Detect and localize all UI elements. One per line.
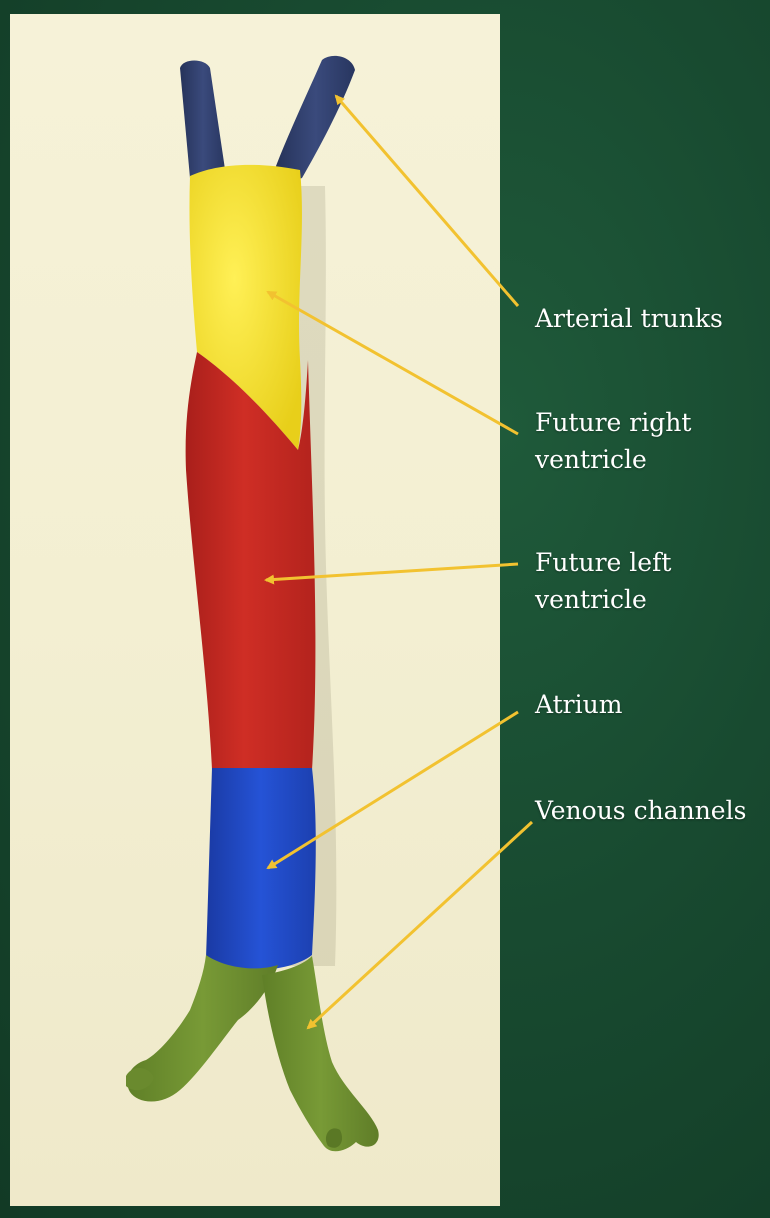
arrow-atrium	[266, 710, 519, 870]
label-future-left-ventricle-line2: ventricle	[535, 585, 647, 614]
arterial-trunks-part	[180, 55, 355, 184]
arrow-future-right-ventricle	[266, 290, 519, 436]
label-future-right-ventricle-line1: Future right	[535, 408, 692, 437]
label-future-right-ventricle: Future right ventricle	[535, 404, 691, 478]
label-arterial-trunks-text: Arterial trunks	[535, 304, 723, 333]
label-atrium: Atrium	[535, 686, 622, 723]
future-left-ventricle-part	[185, 352, 316, 770]
atrium-part	[206, 768, 316, 970]
label-arterial-trunks: Arterial trunks	[535, 300, 723, 337]
future-right-ventricle-part	[189, 164, 302, 450]
label-future-left-ventricle-line1: Future left	[535, 548, 672, 577]
arrow-venous-channels	[306, 820, 534, 1030]
venous-channels-part	[126, 955, 379, 1152]
label-future-left-ventricle: Future left ventricle	[535, 544, 671, 618]
arrow-arterial-trunks	[334, 94, 520, 307]
arrows	[264, 94, 534, 1030]
label-venous-channels-text: Venous channels	[535, 796, 747, 825]
label-atrium-text: Atrium	[535, 690, 623, 719]
label-venous-channels: Venous channels	[535, 792, 746, 829]
arrow-future-left-ventricle	[264, 562, 519, 585]
label-future-right-ventricle-line2: ventricle	[535, 445, 647, 474]
